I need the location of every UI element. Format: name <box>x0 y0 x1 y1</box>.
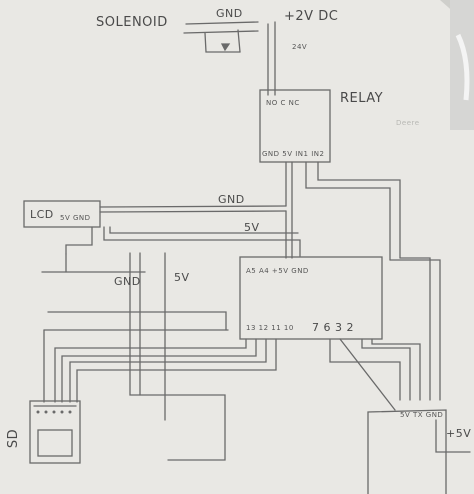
label-gnd-top: GND <box>216 7 243 20</box>
label-gnd-wire: GND <box>218 193 245 206</box>
label-arduino-bottom-left-pins: 13 12 11 10 <box>246 324 294 332</box>
label-relay-bottom-pins: GND 5V IN1 IN2 <box>262 150 325 158</box>
label-5v-wire: 5V <box>244 221 260 234</box>
label-arduino-bottom-right-pins: 7 6 3 2 <box>312 321 354 334</box>
lcd-box <box>23 200 101 228</box>
relay-box <box>259 89 331 163</box>
label-24v: 24V <box>292 43 308 51</box>
label-arduino-top-pins: A5 A4 +5V GND <box>246 267 309 275</box>
label-lcd-pins: 5V GND <box>60 214 91 222</box>
label-relay-top-pins: NO C NC <box>266 99 300 107</box>
label-plus2v-dc: +2V DC <box>284 9 339 24</box>
label-sensor-pins: 5V TX GND <box>400 411 444 419</box>
wire-solenoid-bottom <box>183 30 259 34</box>
label-lcd: LCD <box>30 208 54 221</box>
label-faint-text: Deere <box>396 119 420 127</box>
label-sd: SD <box>6 428 22 449</box>
label-plus5v: +5V <box>446 427 472 440</box>
sd-module <box>29 400 81 464</box>
label-solenoid: SOLENOID <box>96 15 168 30</box>
wire-solenoid-top <box>185 21 259 25</box>
arduino-box <box>239 256 383 340</box>
label-relay: RELAY <box>340 91 384 106</box>
label-5v-vertical: 5V <box>174 271 190 284</box>
wire-gnd-bus <box>99 205 287 208</box>
wire-5v-bus <box>103 226 301 257</box>
label-gnd-vertical: GND <box>114 275 141 288</box>
